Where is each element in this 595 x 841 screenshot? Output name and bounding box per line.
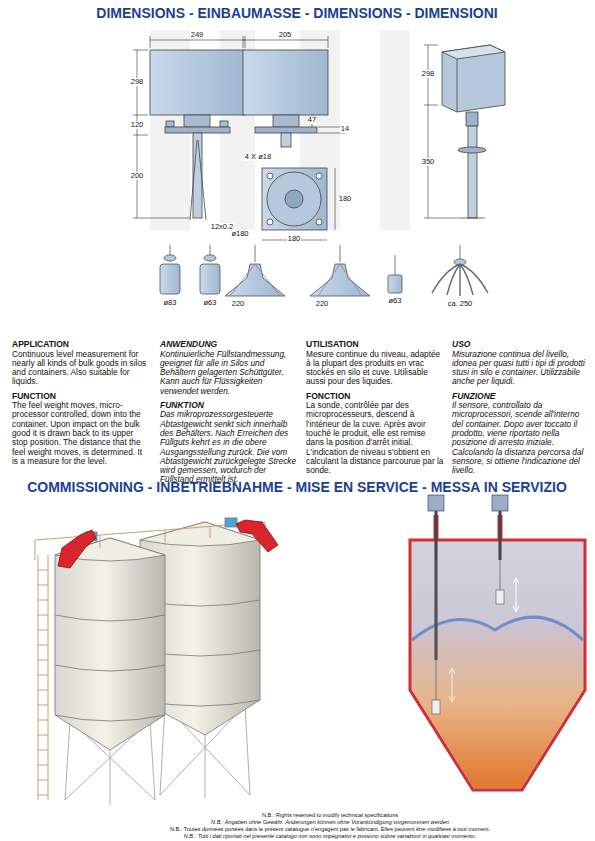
footnote: N.B.: Rights reserved to modify technica…	[100, 812, 560, 818]
watermark	[150, 30, 410, 230]
body-text: Kontinuierliche Füllstandmessung, geeign…	[160, 350, 298, 396]
dimension-value: ø63	[388, 297, 403, 305]
section-heading: UTILISATION	[306, 340, 444, 350]
dimension-value: 298	[421, 70, 436, 78]
dimension-value: 220	[231, 300, 246, 308]
sensor-side-view	[150, 50, 245, 220]
section-heading: USO	[452, 340, 590, 350]
dimension-value: 180	[338, 195, 353, 203]
dimension-value: 205	[278, 31, 293, 39]
silo-illustration	[35, 518, 278, 805]
page-title: DIMENSIONS - EINBAUMASSE - DIMENSIONS - …	[7, 6, 587, 22]
feel-weights	[160, 245, 488, 296]
dimension-value: 47	[307, 116, 317, 124]
dimension-value: ca. 250	[447, 300, 474, 308]
dimension-value: ø83	[163, 299, 178, 307]
footnote: N.B.: Tutti i dati riportati nel present…	[100, 833, 560, 839]
silo-cutaway	[410, 495, 585, 790]
footnote: N.B.: Toutes données portées dans le pré…	[100, 826, 560, 832]
dimension-value: ø180	[230, 230, 249, 238]
dimension-value: 120	[130, 121, 145, 129]
dimension-value: ø63	[203, 299, 218, 307]
body-text: Il sensore, controllato da microprocesso…	[452, 401, 590, 475]
dimension-value: 350	[421, 158, 436, 166]
dimension-value: 14	[340, 125, 350, 133]
ladder	[35, 522, 265, 800]
body-text: The feel weight moves, micro-processor c…	[12, 401, 150, 466]
sensor-front-view	[243, 50, 328, 230]
section-title: COMMISSIONING - INBETRIEBNAHME - MISE EN…	[7, 480, 587, 496]
body-text: Mesure continue du niveau, adaptée à la …	[306, 350, 444, 387]
dimension-value: 249	[190, 31, 205, 39]
section-heading: FONCTION	[306, 392, 444, 402]
section-heading: FUNKTION	[160, 401, 298, 411]
body-text: Das mikroprozessorgesteuerte Abtastgewic…	[160, 410, 298, 484]
body-text: La sonde, contrôlée par des microprocess…	[306, 401, 444, 475]
body-text: Misurazione continua del livello, idonea…	[452, 350, 590, 387]
dimension-lines	[133, 36, 460, 240]
footnote: N.B.: Angaben ohne Gewähr. Änderungen kö…	[100, 819, 560, 825]
sensor-3d-view	[442, 45, 505, 218]
section-heading: ANWENDUNG	[160, 340, 298, 350]
section-heading: FUNZIONE	[452, 392, 590, 402]
section-heading: FUNCTION	[12, 392, 150, 402]
dimension-value: 4 X ø18	[244, 153, 272, 161]
body-text: Continuous level measurement for nearly …	[12, 350, 150, 387]
dimension-value: 220	[315, 300, 330, 308]
dimension-value: 180	[287, 235, 302, 243]
dimension-value: 298	[130, 78, 145, 86]
dimension-value: 200	[130, 172, 145, 180]
section-heading: APPLICATION	[12, 340, 150, 350]
